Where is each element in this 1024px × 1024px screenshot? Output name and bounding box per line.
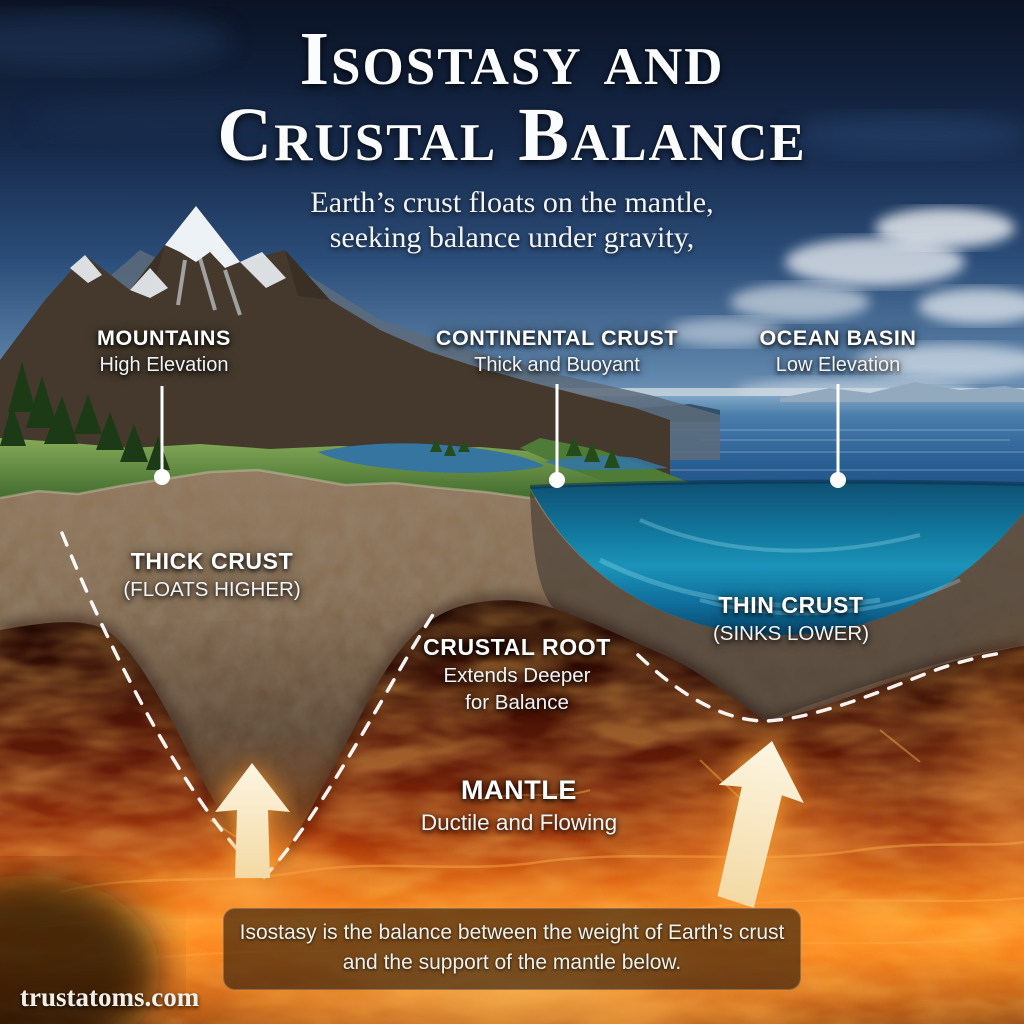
caption-line2: and the support of the mantle below.	[342, 951, 682, 974]
label-continental-crust-subtitle: Thick and Buoyant	[474, 354, 640, 376]
basin-water-streaks	[598, 518, 961, 616]
page-subtitle-line2: seeking balance under gravity,	[329, 221, 695, 254]
ocean-waves	[560, 429, 1024, 471]
label-thick-crust: THICK CRUST (FLOATS HIGHER)	[123, 548, 300, 602]
conifer-trees	[0, 362, 620, 470]
label-thick-crust-subtitle: (FLOATS HIGHER)	[123, 578, 301, 601]
river	[544, 455, 668, 470]
basin-rim-shadow	[529, 479, 1024, 489]
leader-lines	[160, 384, 840, 476]
label-mountains: MOUNTAINS High Elevation	[97, 326, 231, 377]
leader-dot-mountains	[154, 469, 170, 485]
clouds	[0, 12, 1024, 406]
snow-streaks	[176, 257, 242, 316]
label-crustal-root: CRUSTAL ROOT Extends Deeper for Balance	[423, 634, 611, 715]
label-mountains-subtitle: High Elevation	[99, 354, 229, 376]
label-thin-crust: THIN CRUST (SINKS LOWER)	[713, 592, 869, 646]
label-ocean-basin-title: OCEAN BASIN	[759, 326, 917, 350]
label-mantle-subtitle: Ductile and Flowing	[420, 810, 618, 835]
page-title-line2: Crustal Balance	[217, 93, 807, 177]
label-thick-crust-title: THICK CRUST	[130, 548, 294, 574]
label-continental-crust-title: CONTINENTAL CRUST	[435, 326, 679, 350]
leader-dot-ocean	[830, 472, 846, 488]
label-crustal-root-subtitle2: for Balance	[465, 691, 569, 714]
page-title-line1: Isostasy and	[299, 17, 725, 101]
distant-coast	[780, 382, 1024, 402]
watermark: trustatoms.com	[20, 982, 200, 1012]
buoyancy-arrow-right	[717, 741, 804, 908]
label-continental-crust: CONTINENTAL CRUST Thick and Buoyant	[436, 326, 678, 377]
page-subtitle-line1: Earth’s crust floats on the mantle,	[310, 186, 714, 219]
label-crustal-root-title: CRUSTAL ROOT	[423, 634, 611, 660]
label-thin-crust-subtitle: (SINKS LOWER)	[712, 622, 870, 645]
leader-dots	[154, 469, 846, 488]
snow-caps	[70, 206, 286, 298]
caption-box: Isostasy is the balance between the weig…	[223, 908, 801, 990]
caption-line1: Isostasy is the balance between the weig…	[239, 921, 785, 944]
label-ocean-basin-subtitle: Low Elevation	[775, 354, 901, 376]
label-thin-crust-title: THIN CRUST	[718, 592, 864, 618]
label-crustal-root-subtitle1: Extends Deeper	[443, 664, 591, 687]
buoyancy-arrow-left	[215, 763, 290, 878]
leader-dot-continental	[549, 472, 565, 488]
mountain-range	[0, 206, 670, 500]
lake	[318, 443, 544, 473]
crustal-root-dashed-outline	[60, 531, 438, 880]
label-ocean-basin: OCEAN BASIN Low Elevation	[759, 326, 916, 377]
label-mantle-title: MANTLE	[460, 775, 578, 805]
label-mountains-title: MOUNTAINS	[97, 326, 231, 350]
ocean-basin-water	[530, 481, 1024, 636]
thin-crust-dashed-outline	[636, 650, 1010, 723]
crustal-root-fade	[102, 607, 458, 878]
label-mantle: MANTLE Ductile and Flowing	[421, 775, 617, 836]
crust-top-edge	[0, 468, 531, 500]
